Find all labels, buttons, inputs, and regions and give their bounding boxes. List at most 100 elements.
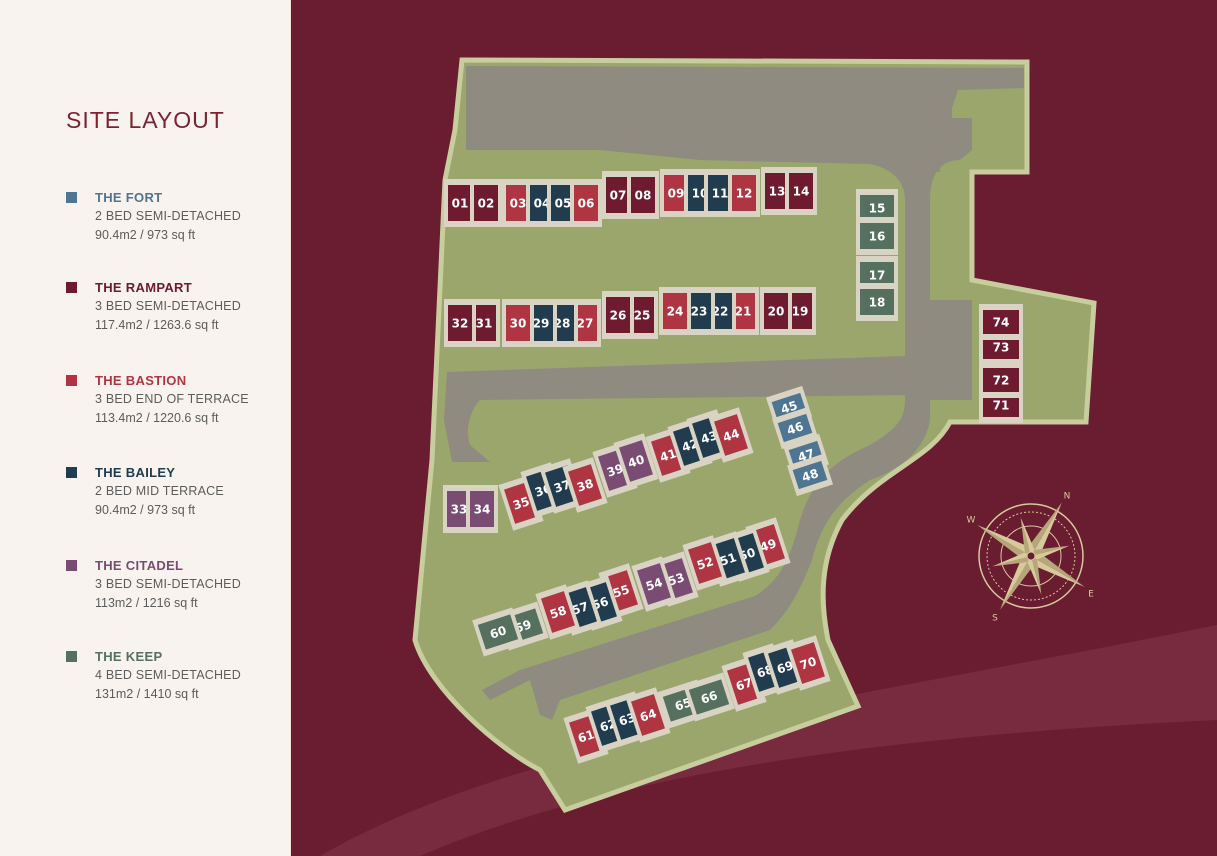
house-footprint [860,289,894,315]
plot-number: 06 [578,197,595,211]
fort-swatch-icon [66,192,77,203]
plot-number: 07 [610,189,627,203]
plot-number: 09 [668,187,685,201]
plot-number: 44 [721,426,741,444]
plot-number: 49 [758,536,778,554]
house-footprint [764,293,788,329]
plot-number: 13 [769,185,786,199]
decorative-swoosh [320,625,1217,856]
house-footprint [477,614,519,650]
house-footprint [606,297,630,333]
plot-number: 52 [695,554,715,572]
plot-14[interactable]: 14 [785,167,817,215]
house-footprint [860,195,894,221]
plot-20[interactable]: 20 [760,287,792,335]
house-footprint [631,694,665,736]
house-footprint [574,185,598,221]
road-middle [444,356,910,462]
plot-number: 21 [735,305,752,319]
compass-w: W [967,516,976,526]
plot-number: 24 [667,305,684,319]
plot-30[interactable]: 30 [502,299,534,347]
page-title: SITE LAYOUT [66,107,225,133]
rampart-swatch-icon [66,282,77,293]
plot-70[interactable]: 70 [785,635,831,691]
plot-72[interactable]: 72 [979,362,1023,398]
plot-number: 34 [474,503,491,517]
plot-74[interactable]: 74 [979,304,1023,340]
plot-48[interactable]: 48 [786,453,834,497]
plot-number: 32 [452,317,469,331]
legend-name: THE FORT [95,190,163,205]
house-footprint [663,293,687,329]
legend-desc: 2 BED MID TERRACE [95,484,224,498]
plot-60[interactable]: 60 [472,607,524,657]
plot-24[interactable]: 24 [659,287,691,335]
plot-26[interactable]: 26 [602,291,634,339]
house-footprint [983,368,1019,392]
plot-16[interactable]: 16 [856,217,898,255]
plot-18[interactable]: 18 [856,283,898,321]
plot-06[interactable]: 06 [570,179,602,227]
plot-number: 73 [993,341,1010,355]
plot-number: 04 [534,197,551,211]
plot-40[interactable]: 40 [613,433,659,489]
plot-number: 25 [634,309,651,323]
plot-64[interactable]: 64 [625,687,671,743]
plot-02[interactable]: 02 [470,179,502,227]
plot-12[interactable]: 12 [728,169,760,217]
plot-number: 05 [555,197,572,211]
plot-08[interactable]: 08 [627,171,659,219]
house-footprint [791,642,825,684]
legend-area: 113.4m2 / 1220.6 sq ft [95,411,219,425]
plot-number: 67 [734,675,754,693]
plot-number: 40 [626,452,646,470]
plot-number: 39 [605,461,625,479]
plot-34[interactable]: 34 [466,485,498,533]
house-footprint [860,223,894,249]
plot-number: 74 [993,316,1010,330]
plot-54[interactable]: 54 [631,556,677,612]
plot-66[interactable]: 66 [683,672,735,722]
plot-number: 69 [775,658,795,676]
plot-number: 58 [548,603,568,621]
plot-number: 23 [691,305,708,319]
bailey-swatch-icon [66,467,77,478]
house-footprint [541,591,575,633]
house-footprint [474,185,498,221]
legend-name: THE RAMPART [95,280,192,295]
house-footprint [619,440,653,482]
house-footprint [448,305,472,341]
plot-38[interactable]: 38 [562,457,608,513]
house-footprint [688,542,722,584]
plot-number: 60 [488,623,508,641]
plot-44[interactable]: 44 [708,407,754,463]
legend-area: 117.4m2 / 1263.6 sq ft [95,318,219,332]
plot-number: 28 [554,317,571,331]
plot-number: 08 [635,189,652,203]
plot-58[interactable]: 58 [535,584,581,640]
plot-52[interactable]: 52 [682,535,728,591]
house-footprint [568,464,602,506]
legend-desc: 3 BED END OF TERRACE [95,392,249,406]
plot-number: 46 [785,419,805,437]
legend-panel: SITE LAYOUT THE FORT 2 BED SEMI-DETACHED… [0,0,291,856]
plot-number: 70 [798,654,818,672]
compass-n: N [1064,492,1071,502]
legend-desc: 3 BED SEMI-DETACHED [95,299,241,313]
legend-name: THE BAILEY [95,465,176,480]
plot-number: 01 [452,197,469,211]
plot-32[interactable]: 32 [444,299,476,347]
plot-number: 55 [611,582,631,600]
plot-number: 11 [712,187,729,201]
plot-number: 53 [666,570,686,588]
legend-desc: 3 BED SEMI-DETACHED [95,577,241,591]
plot-number: 54 [644,575,664,593]
plot-number: 17 [869,269,886,283]
house-footprint [732,175,756,211]
plot-number: 38 [575,476,595,494]
legend-name: THE KEEP [95,649,163,664]
